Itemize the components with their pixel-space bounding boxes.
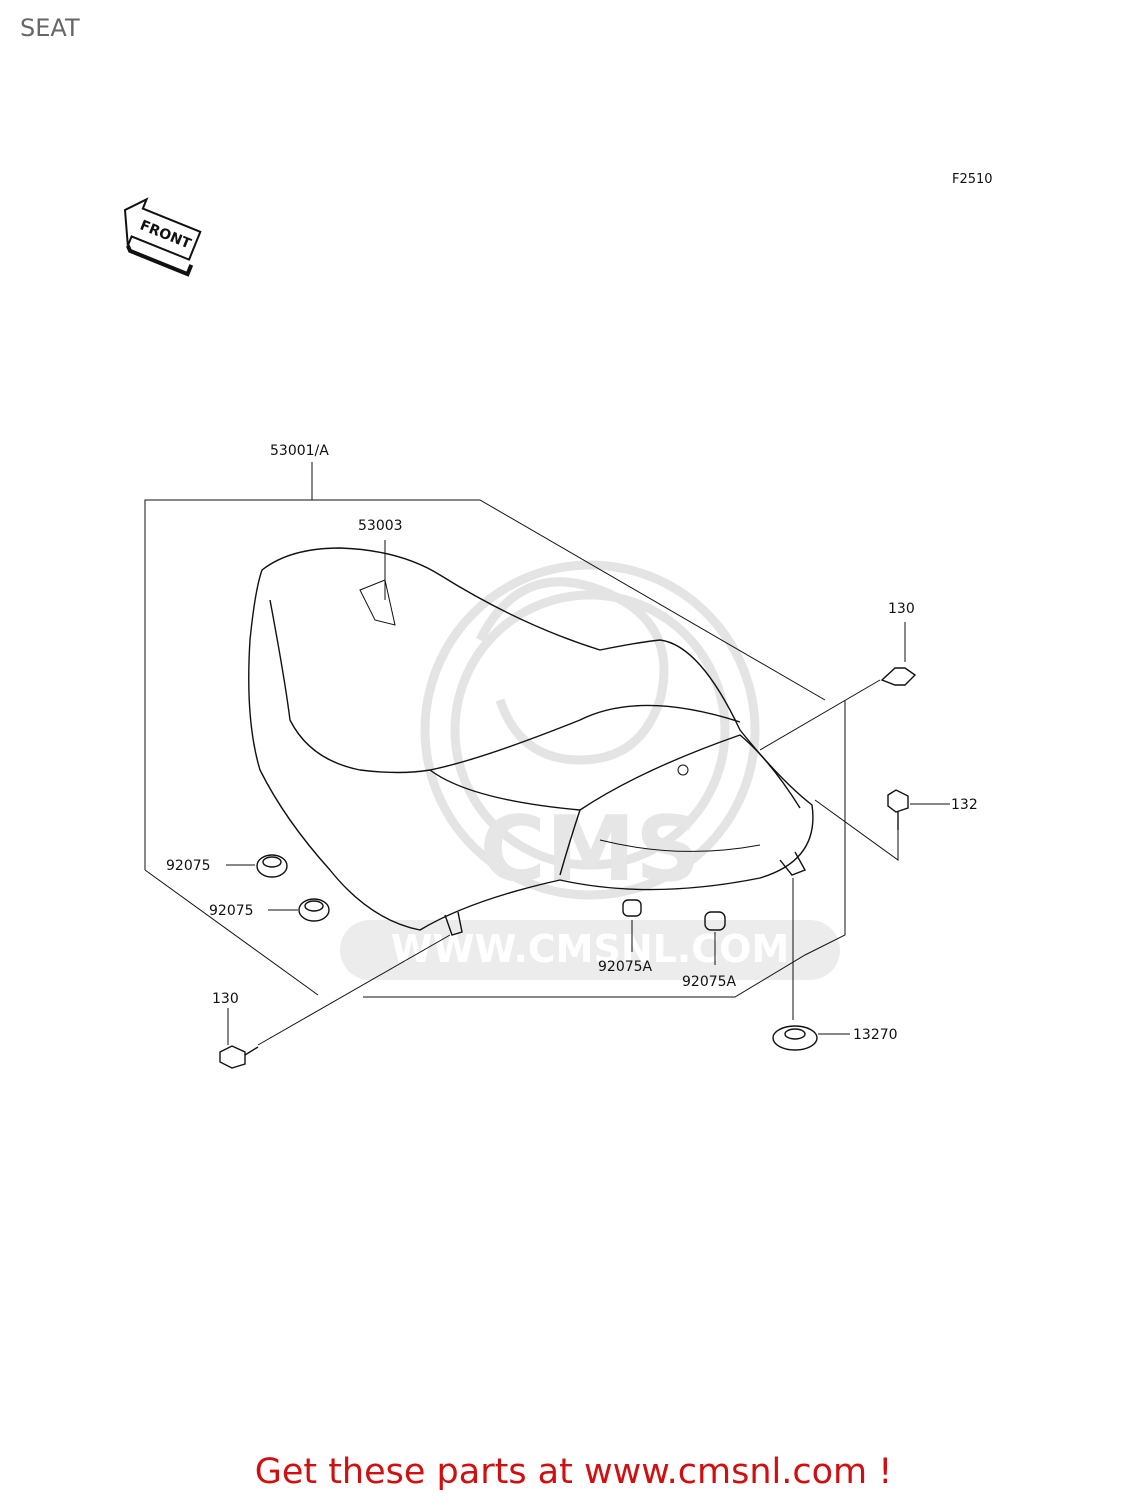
damper-92075-1-icon [256, 854, 288, 878]
seat [248, 547, 814, 936]
damper-92075a-2-icon [704, 911, 726, 931]
callout-132: 132 [951, 797, 978, 813]
leader-lines [226, 540, 950, 1046]
callout-130-right: 130 [888, 601, 915, 617]
bolt-130-right-icon [880, 667, 917, 686]
callout-92075a-1: 92075A [598, 959, 653, 975]
bolt-130-left-icon [219, 1045, 259, 1069]
bolt-132-icon [887, 789, 909, 830]
callout-53003: 53003 [358, 518, 403, 534]
front-arrow-icon: FRONT [123, 197, 202, 277]
page-title: SEAT [20, 14, 80, 42]
callout-92075a-2: 92075A [682, 974, 737, 990]
svg-text:CMS: CMS [480, 797, 700, 902]
lock-13270-icon [772, 1025, 818, 1051]
callout-13270: 13270 [853, 1027, 898, 1043]
promo-link[interactable]: Get these parts at www.cmsnl.com ! [254, 1452, 893, 1492]
watermark-text: WWW.CMSNL.COM [391, 927, 790, 971]
callout-53001-a: 53001/A [270, 443, 329, 459]
callout-130-left: 130 [212, 991, 239, 1007]
damper-92075-2-icon [298, 898, 330, 922]
figure-code: F2510 [952, 172, 993, 187]
damper-92075a-1-icon [622, 899, 642, 917]
assembly-bracket [144, 462, 846, 998]
callout-92075-2: 92075 [209, 903, 254, 919]
callout-92075-1: 92075 [166, 858, 211, 874]
